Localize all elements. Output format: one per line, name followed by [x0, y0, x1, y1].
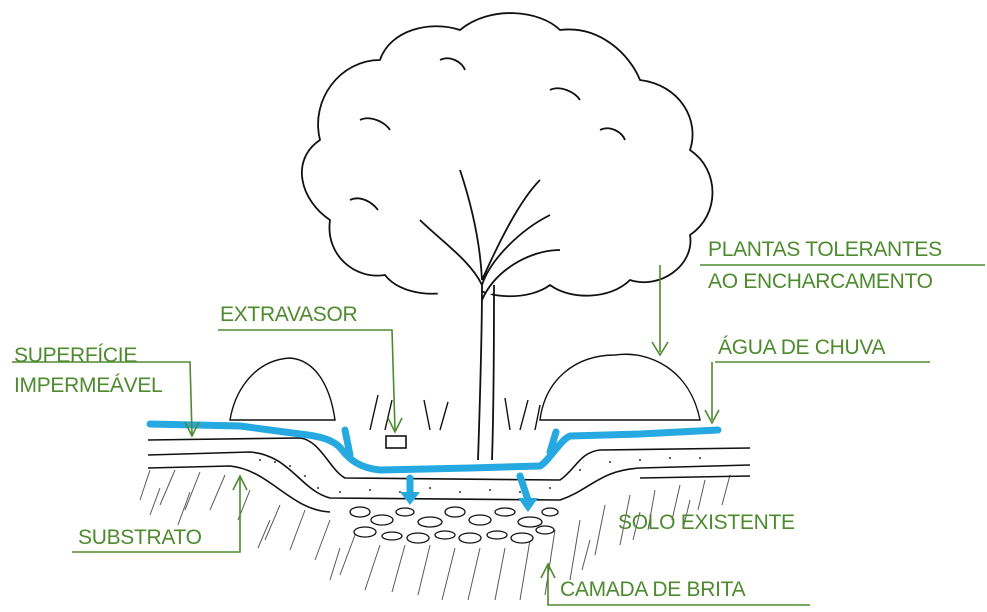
label-impermeavel: IMPERMEÁVEL: [14, 374, 163, 397]
label-solo-existente: SOLO EXISTENTE: [618, 511, 795, 534]
substrate-dots: [259, 457, 701, 493]
label-ao-encharcamento: AO ENCHARCAMENTO: [708, 270, 933, 293]
water-arrows: [400, 492, 538, 512]
label-substrato: SUBSTRATO: [78, 526, 202, 549]
label-plantas-tolerantes: PLANTAS TOLERANTES: [708, 238, 942, 261]
rain-water: [146, 420, 722, 504]
label-extravasor: EXTRAVASOR: [220, 303, 358, 326]
overflow-drain: [385, 435, 407, 449]
label-agua-de-chuva: ÁGUA DE CHUVA: [718, 336, 886, 359]
leader-lines: [12, 264, 985, 606]
label-camada-de-brita: CAMADA DE BRITA: [560, 578, 746, 601]
ground-profile: [147, 437, 751, 513]
label-superficie: SUPERFÍCIE: [14, 344, 138, 367]
ground-hatching: [139, 469, 731, 601]
gravel-layer: [349, 506, 559, 544]
shrubs: [229, 353, 701, 431]
tree: [301, 12, 714, 461]
